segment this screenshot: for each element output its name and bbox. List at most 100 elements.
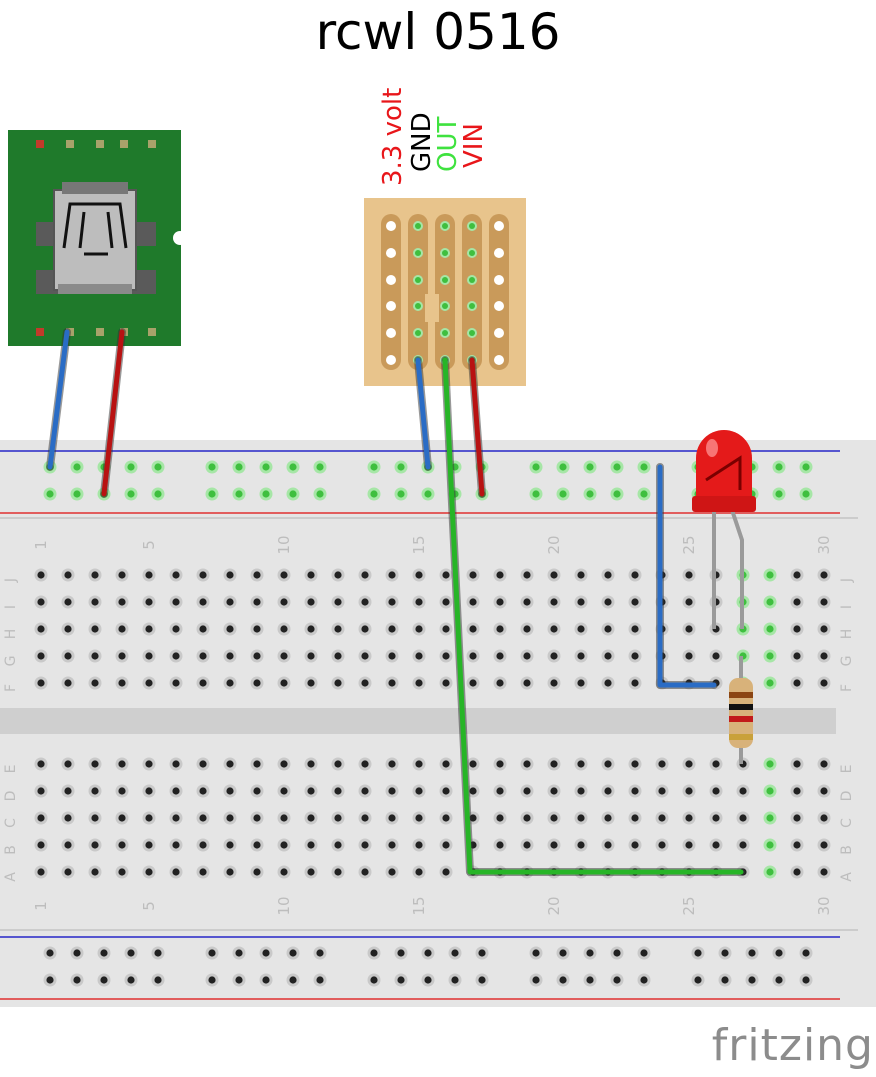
- strip-cut: [425, 294, 439, 322]
- hole: [37, 652, 45, 660]
- hole: [550, 571, 558, 579]
- hole: [388, 571, 396, 579]
- hole: [361, 760, 369, 768]
- hole: [64, 571, 72, 579]
- column-number: 20: [545, 535, 563, 554]
- rail-hole: [748, 949, 756, 957]
- rail-hole: [235, 463, 243, 471]
- row-letter: I: [839, 605, 855, 609]
- perf-hole: [496, 303, 502, 309]
- rail-hole: [73, 490, 81, 498]
- hole: [253, 841, 261, 849]
- hole: [334, 760, 342, 768]
- rail-hole: [775, 490, 783, 498]
- hole: [64, 814, 72, 822]
- rail-hole: [451, 976, 459, 984]
- hole: [334, 625, 342, 633]
- column-number: 5: [140, 901, 158, 911]
- hole: [712, 787, 720, 795]
- hole: [820, 679, 828, 687]
- hole: [280, 841, 288, 849]
- perf-hole: [415, 330, 421, 336]
- row-letter: C: [3, 818, 19, 828]
- pad: [96, 328, 104, 336]
- rail-hole: [397, 463, 405, 471]
- hole: [793, 814, 801, 822]
- hole: [199, 652, 207, 660]
- perf-hole: [469, 223, 475, 229]
- center-channel: [0, 708, 836, 734]
- resistor-band: [729, 692, 753, 698]
- resistor-band: [729, 716, 753, 722]
- hole: [496, 760, 504, 768]
- perf-hole: [442, 250, 448, 256]
- rail-hole: [289, 949, 297, 957]
- hole: [766, 841, 774, 849]
- hole: [37, 787, 45, 795]
- hole: [793, 598, 801, 606]
- hole: [766, 652, 774, 660]
- hole: [37, 598, 45, 606]
- row-letter: E: [3, 765, 19, 774]
- hole: [334, 571, 342, 579]
- hole: [307, 598, 315, 606]
- rail-hole: [640, 949, 648, 957]
- rail-hole: [424, 949, 432, 957]
- column-number: 5: [140, 540, 158, 550]
- hole: [64, 787, 72, 795]
- hole: [91, 598, 99, 606]
- rail-hole: [694, 949, 702, 957]
- hole: [226, 652, 234, 660]
- rail-hole: [262, 949, 270, 957]
- hole: [766, 787, 774, 795]
- hole: [496, 571, 504, 579]
- hole: [388, 868, 396, 876]
- hole: [64, 679, 72, 687]
- hole: [523, 625, 531, 633]
- led-leg: [730, 509, 744, 629]
- hole: [685, 652, 693, 660]
- hole: [91, 868, 99, 876]
- hole: [577, 625, 585, 633]
- hole: [766, 760, 774, 768]
- rail-hole: [73, 949, 81, 957]
- hole: [145, 760, 153, 768]
- rail-hole: [694, 976, 702, 984]
- hole: [631, 760, 639, 768]
- hole: [118, 598, 126, 606]
- hole: [307, 841, 315, 849]
- hole: [226, 571, 234, 579]
- perf-hole: [496, 250, 502, 256]
- copper-strip: [489, 214, 509, 370]
- hole: [64, 652, 72, 660]
- hole: [145, 841, 153, 849]
- rail-hole: [397, 949, 405, 957]
- hole: [496, 841, 504, 849]
- rail-hole: [586, 463, 594, 471]
- hole: [820, 787, 828, 795]
- hole: [388, 841, 396, 849]
- hole: [469, 598, 477, 606]
- hole: [199, 625, 207, 633]
- hole: [388, 679, 396, 687]
- rail-hole: [721, 949, 729, 957]
- hole: [550, 625, 558, 633]
- hole: [91, 571, 99, 579]
- copper-strip: [435, 214, 455, 370]
- hole: [712, 814, 720, 822]
- rail-hole: [370, 976, 378, 984]
- hole: [199, 679, 207, 687]
- rail-hole: [235, 490, 243, 498]
- hole: [442, 814, 450, 822]
- rail-hole: [289, 463, 297, 471]
- rail-hole: [613, 949, 621, 957]
- hole: [820, 760, 828, 768]
- hole: [820, 868, 828, 876]
- fritzing-logo: fritzing: [711, 1020, 874, 1071]
- hole: [685, 787, 693, 795]
- row-letter: F: [839, 684, 855, 692]
- hole: [712, 652, 720, 660]
- hole: [415, 598, 423, 606]
- hole: [523, 760, 531, 768]
